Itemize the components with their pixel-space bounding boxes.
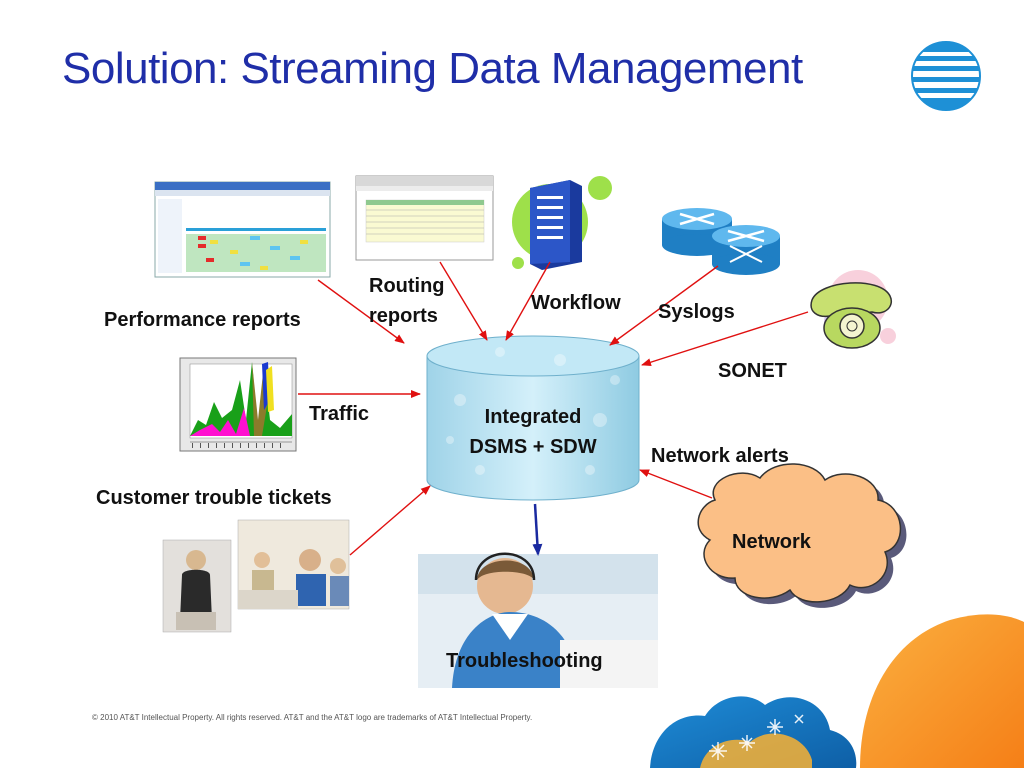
page-title: Solution: Streaming Data Management	[62, 44, 803, 93]
customer-trouble-tickets-label: Customer trouble tickets	[96, 487, 332, 509]
arrow-output	[532, 503, 543, 556]
troubleshooting-label: Troubleshooting	[446, 650, 603, 672]
att-globe-logo	[910, 41, 982, 111]
arrow-workflow	[505, 261, 551, 341]
workflow-label: Workflow	[531, 292, 621, 314]
cylinder-label-line2: DSMS + SDW	[469, 436, 597, 458]
input-arrows	[298, 261, 809, 556]
cylinder-label-line1: Integrated	[484, 406, 582, 428]
performance-report-screenshot	[154, 181, 331, 278]
traffic-chart-thumbnail	[179, 357, 297, 452]
network-cloud	[697, 463, 907, 608]
arrow-sonet	[641, 311, 809, 367]
router-icons	[662, 208, 780, 275]
routing-report-screenshot	[355, 175, 494, 261]
syslogs-label: Syslogs	[658, 301, 735, 323]
copyright-footer: © 2010 AT&T Intellectual Property. All r…	[92, 713, 533, 722]
corner-decoration	[650, 614, 1024, 768]
arrow-performance	[317, 279, 405, 344]
dsms-sdw-cylinder	[426, 335, 640, 501]
arrow-routing	[439, 261, 488, 341]
performance-reports-label: Performance reports	[104, 309, 301, 331]
routing-reports-label-line2: reports	[369, 305, 438, 327]
customer-service-photos	[162, 519, 350, 633]
arrow-syslogs	[609, 265, 719, 346]
network-label: Network	[732, 531, 811, 553]
arrow-network	[639, 469, 713, 499]
sonet-label: SONET	[718, 360, 787, 382]
troubleshooting-photo	[418, 552, 658, 688]
network-alerts-label: Network alerts	[651, 445, 789, 467]
telephone-icon	[810, 270, 896, 349]
server-icon	[512, 176, 612, 270]
traffic-label: Traffic	[309, 403, 370, 425]
routing-reports-label-line1: Routing	[369, 275, 445, 297]
arrow-tickets	[349, 485, 431, 556]
